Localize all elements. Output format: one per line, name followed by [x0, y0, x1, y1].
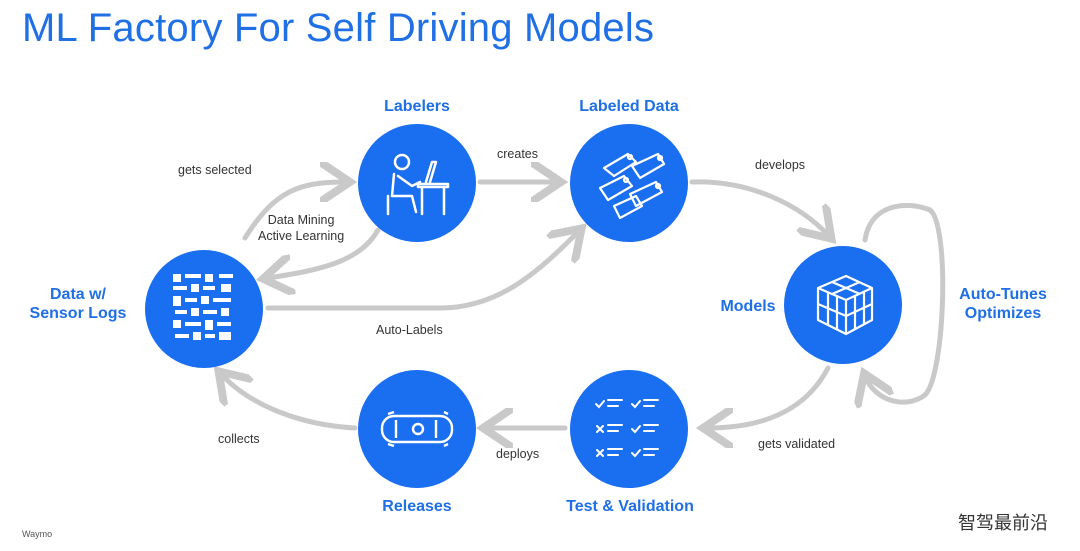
edge-label-deploys: deploys: [496, 447, 540, 461]
edge-label-data-mining: Data Mining Active Learning: [258, 213, 345, 243]
node-models: [784, 246, 902, 364]
node-data-sensor-logs: [145, 250, 263, 368]
checklist-icon: [595, 399, 659, 458]
arrow-labelers-to-data: [268, 227, 381, 278]
edge-label-develops: develops: [755, 158, 806, 172]
footer-waymo: Waymo: [22, 529, 53, 539]
node-releases: [358, 370, 476, 488]
label-labelers: Labelers: [384, 98, 450, 115]
edge-label-collects: collects: [218, 432, 260, 446]
arrow-releases-to-data: [222, 375, 358, 431]
arrow-models-loop: [865, 202, 946, 402]
label-data-sensor-logs: Data w/ Sensor Logs: [29, 286, 127, 322]
label-test-validation: Test & Validation: [566, 498, 694, 515]
watermark: 智驾最前沿: [958, 513, 1048, 534]
label-labeled-data: Labeled Data: [579, 98, 679, 115]
labeler-desk-icon: [386, 153, 450, 216]
cube-grid-icon: [816, 274, 874, 336]
page-title: ML Factory For Self Driving Models: [22, 6, 655, 50]
edge-label-gets-validated: gets validated: [758, 437, 836, 451]
node-test-validation: [570, 370, 688, 488]
node-labeled-data: [570, 124, 688, 242]
label-models: Models: [720, 298, 776, 315]
edge-label-creates: creates: [497, 147, 538, 161]
data-grid-icon: [173, 274, 233, 340]
car-icon: [380, 410, 454, 448]
arrow-models-to-tests: [708, 365, 831, 428]
edge-label-auto-labels: Auto-Labels: [376, 323, 443, 337]
arrow-data-to-labeled: [265, 232, 578, 311]
arrow-data-to-labelers: [242, 182, 345, 241]
node-labelers: [358, 124, 476, 242]
edge-label-auto-tunes: Auto-Tunes Optimizes: [959, 286, 1047, 322]
tags-icon: [598, 152, 666, 220]
arrow-labeled-to-models: [689, 179, 828, 235]
label-releases: Releases: [382, 498, 452, 515]
edge-label-gets-selected: gets selected: [178, 163, 252, 177]
